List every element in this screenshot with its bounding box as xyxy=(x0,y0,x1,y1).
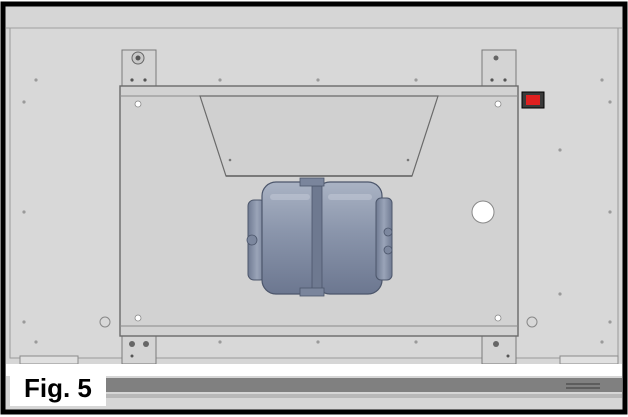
left-knockout xyxy=(99,316,111,328)
bottom-left-bracket xyxy=(121,335,157,365)
top-right-bracket xyxy=(481,49,517,89)
right-foot xyxy=(559,355,619,365)
duct-hood xyxy=(199,95,439,177)
top-left-bracket xyxy=(121,49,157,89)
panel-screws xyxy=(22,78,612,344)
bottom-right-bracket xyxy=(481,335,517,365)
bottom-rail xyxy=(6,364,622,398)
right-knockout xyxy=(526,316,538,328)
left-foot xyxy=(19,355,79,365)
figure-label: Fig. 5 xyxy=(10,370,106,406)
rocker-switch-icon xyxy=(521,91,545,109)
blower-motor-icon xyxy=(246,177,393,297)
